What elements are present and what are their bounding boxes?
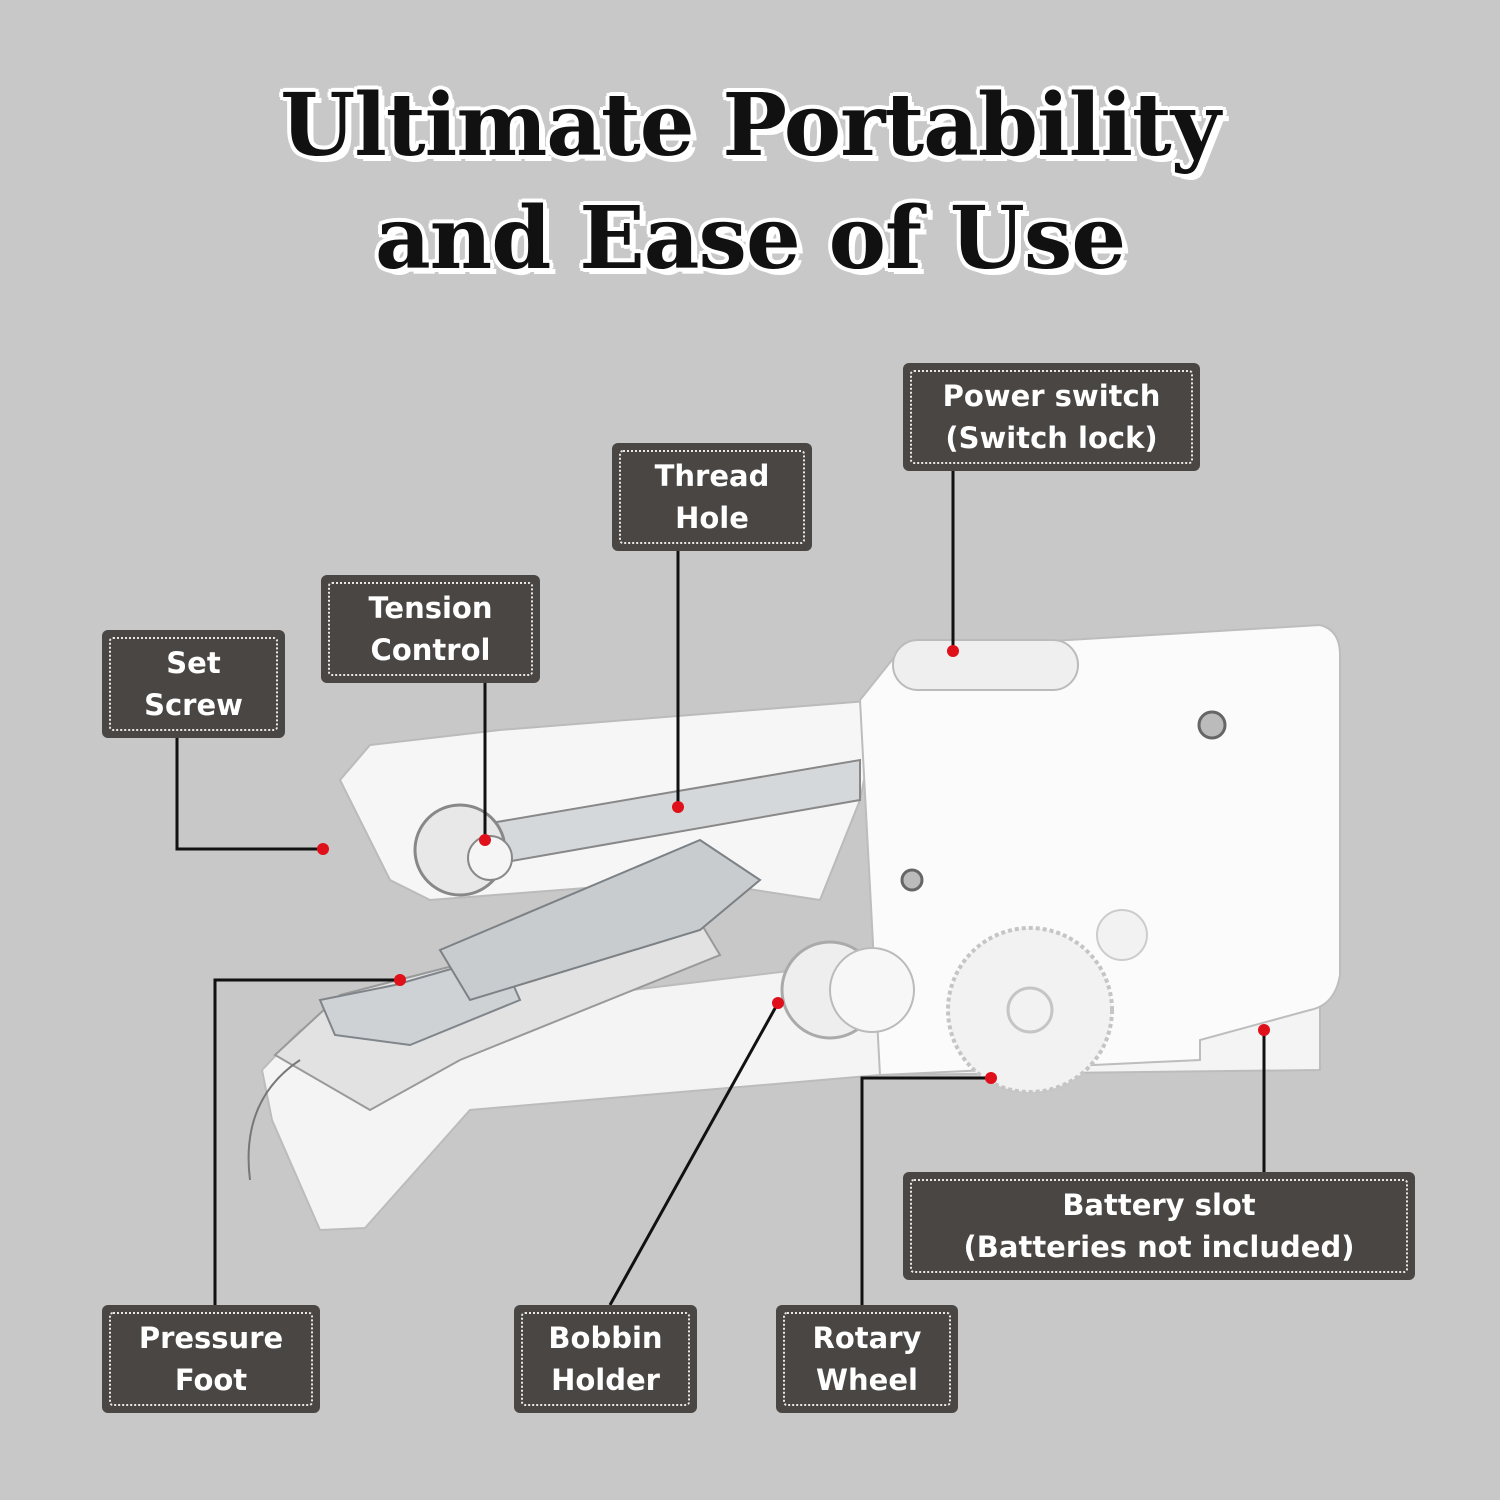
label-text: Hole xyxy=(675,501,749,535)
marker-dot xyxy=(985,1072,997,1084)
label-text: Screw xyxy=(144,688,243,722)
marker-dot xyxy=(317,843,329,855)
marker-dot xyxy=(672,801,684,813)
label-text: (Batteries not included) xyxy=(963,1230,1355,1264)
title-line-1: Ultimate Portability xyxy=(280,75,1220,176)
label-thread-hole: Thread Hole xyxy=(612,443,812,551)
label-set-screw: Set Screw xyxy=(102,630,285,738)
label-bobbin-holder: Bobbin Holder xyxy=(514,1305,697,1413)
label-text: Foot xyxy=(174,1363,248,1397)
label-text: Control xyxy=(370,633,491,667)
feed-lever xyxy=(438,838,762,1002)
power-switch xyxy=(892,639,1079,691)
leader-lines xyxy=(175,471,1266,1306)
label-text: Bobbin xyxy=(548,1321,663,1355)
label-tension-control: Tension Control xyxy=(321,575,540,683)
label-text: Set xyxy=(166,646,221,680)
label-text: Pressure xyxy=(138,1321,284,1355)
label-text: Battery slot xyxy=(1062,1188,1256,1222)
rotary-wheel xyxy=(946,926,1114,1094)
label-power-switch: Power switch (Switch lock) xyxy=(903,363,1200,471)
label-pressure-foot: Pressure Foot xyxy=(102,1305,320,1413)
title-line-2: and Ease of Use xyxy=(374,188,1126,289)
label-text: Holder xyxy=(551,1363,660,1397)
label-text: Thread xyxy=(654,459,770,493)
label-text: (Switch lock) xyxy=(945,421,1158,455)
marker-dot xyxy=(394,974,406,986)
label-text: Tension xyxy=(368,591,493,625)
screw-top xyxy=(1197,710,1227,740)
marker-dot xyxy=(479,834,491,846)
marker-dot xyxy=(947,645,959,657)
screw-side xyxy=(900,868,924,892)
label-text: Power switch xyxy=(942,379,1161,413)
marker-dots xyxy=(317,645,1270,1084)
marker-dot xyxy=(772,997,784,1009)
label-text: Wheel xyxy=(816,1363,918,1397)
marker-dot xyxy=(1258,1024,1270,1036)
label-battery-slot: Battery slot (Batteries not included) xyxy=(903,1172,1415,1280)
label-text: Rotary xyxy=(812,1321,922,1355)
thread xyxy=(247,1059,301,1181)
button xyxy=(1096,909,1148,961)
label-rotary-wheel: Rotary Wheel xyxy=(776,1305,958,1413)
